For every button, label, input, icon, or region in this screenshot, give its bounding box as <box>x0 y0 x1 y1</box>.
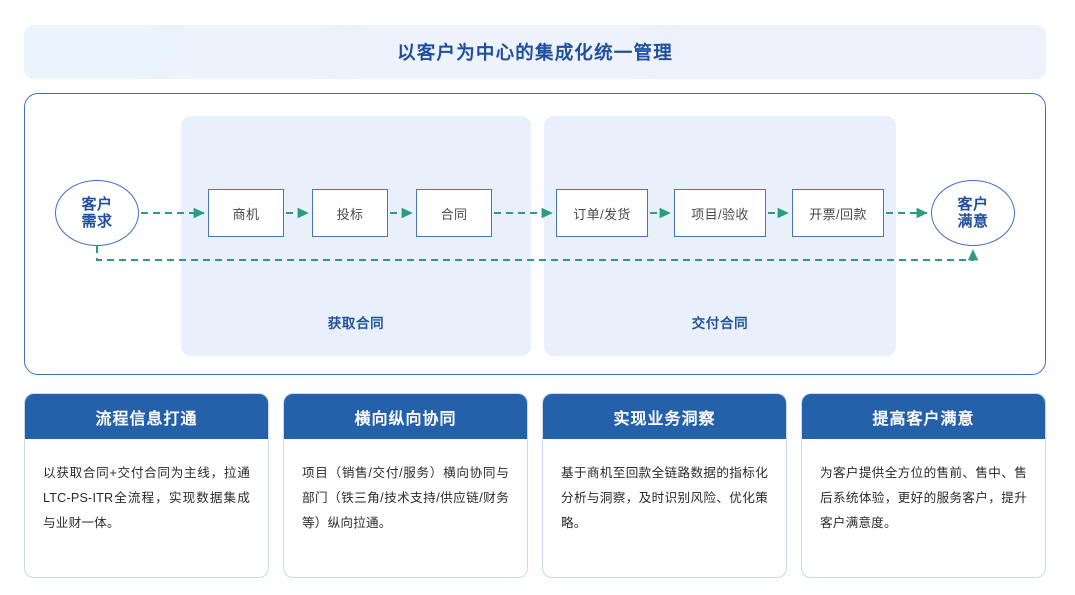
process-flow-container: 获取合同 交付合同 <box>24 93 1046 375</box>
benefit-card-title: 实现业务洞察 <box>543 394 786 439</box>
benefit-card-body: 以获取合同+交付合同为主线，拉通LTC-PS-ITR全流程，实现数据集成与业财一… <box>43 466 250 531</box>
benefit-card-process-integration[interactable]: 流程信息打通 以获取合同+交付合同为主线，拉通LTC-PS-ITR全流程，实现数… <box>24 393 269 578</box>
benefit-card-title: 提高客户满意 <box>802 394 1045 439</box>
node-customer-satisfaction-line1: 客户 <box>957 195 989 213</box>
node-customer-satisfaction-line2: 满意 <box>957 213 989 230</box>
benefit-card-body: 为客户提供全方位的售前、售中、售后系统体验，更好的服务客户，提升客户满意度。 <box>820 466 1027 531</box>
step-box-contract[interactable]: 合同 <box>416 189 492 237</box>
node-customer-satisfaction[interactable]: 客户 满意 <box>931 180 1015 246</box>
benefit-cards-row: 流程信息打通 以获取合同+交付合同为主线，拉通LTC-PS-ITR全流程，实现数… <box>24 393 1046 578</box>
benefit-card-body: 基于商机至回款全链路数据的指标化分析与洞察，及时识别风险、优化策略。 <box>561 466 768 531</box>
step-box-invoice-payment[interactable]: 开票/回款 <box>792 189 884 237</box>
step-box-bidding[interactable]: 投标 <box>312 189 388 237</box>
phase-label-acquire: 获取合同 <box>327 316 385 331</box>
node-customer-demand-line1: 客户 <box>81 195 113 213</box>
title-banner: 以客户为中心的集成化统一管理 <box>24 25 1046 79</box>
step-box-project-acceptance[interactable]: 项目/验收 <box>674 189 766 237</box>
benefit-card-body: 项目（销售/交付/服务）横向协同与部门（铁三角/技术支持/供应链/财务等）纵向拉… <box>302 466 509 531</box>
node-customer-demand-line2: 需求 <box>81 213 113 230</box>
benefit-card-business-insight[interactable]: 实现业务洞察 基于商机至回款全链路数据的指标化分析与洞察，及时识别风险、优化策略… <box>542 393 787 578</box>
node-customer-demand[interactable]: 客户 需求 <box>55 180 139 246</box>
step-box-order-shipment[interactable]: 订单/发货 <box>556 189 648 237</box>
phase-label-deliver: 交付合同 <box>691 316 749 331</box>
benefit-card-collaboration[interactable]: 横向纵向协同 项目（销售/交付/服务）横向协同与部门（铁三角/技术支持/供应链/… <box>283 393 528 578</box>
page-title: 以客户为中心的集成化统一管理 <box>397 42 673 63</box>
step-box-opportunity[interactable]: 商机 <box>208 189 284 237</box>
benefit-card-title: 流程信息打通 <box>25 394 268 439</box>
benefit-card-customer-satisfaction[interactable]: 提高客户满意 为客户提供全方位的售前、售中、售后系统体验，更好的服务客户，提升客… <box>801 393 1046 578</box>
benefit-card-title: 横向纵向协同 <box>284 394 527 439</box>
